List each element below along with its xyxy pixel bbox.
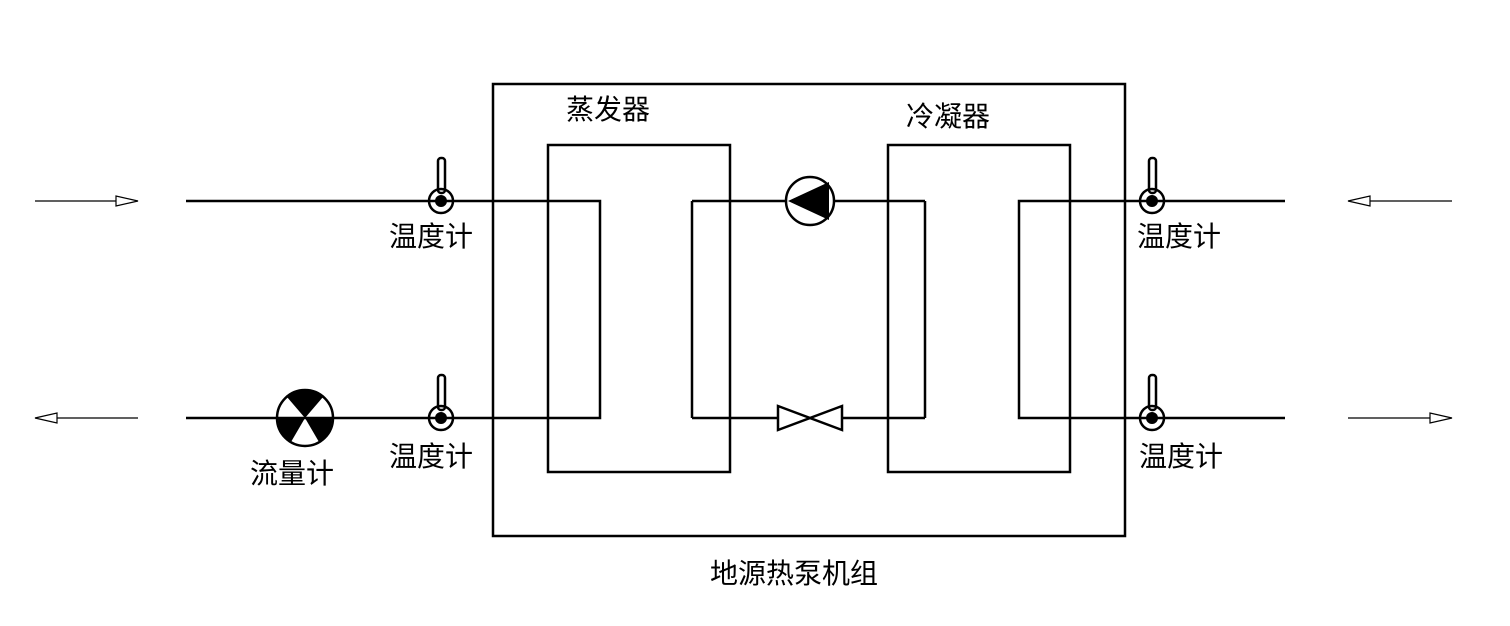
thermometer-label-right-upper: 温度计 [1137,220,1221,253]
thermometer-label-right-lower: 温度计 [1139,440,1223,473]
arrow-icon [34,412,138,424]
thermometer-icon [427,156,455,215]
condenser-block [886,143,1072,474]
thermometer-icon [427,373,455,432]
thermometer-icon [1138,156,1166,215]
thermometer-icon [1138,373,1166,432]
arrow-icon [1347,195,1452,207]
evaporator-block [546,143,732,474]
heat-pump-unit-box [491,82,1127,538]
thermometer-label-left-lower: 温度计 [389,440,473,473]
pump-icon [784,175,836,227]
thermometer-label-left-upper: 温度计 [389,220,473,253]
left-upper-pipe [186,199,602,420]
evaporator-label: 蒸发器 [566,93,650,126]
arrow-icon [35,195,139,207]
flowmeter-icon [275,388,335,448]
refrigerant-loop [690,199,927,420]
condenser-label: 冷凝器 [906,100,990,133]
flowmeter-label: 流量计 [250,457,334,490]
unit-label: 地源热泵机组 [710,557,878,590]
expansion-valve-icon [776,404,844,432]
arrow-icon [1348,412,1453,424]
